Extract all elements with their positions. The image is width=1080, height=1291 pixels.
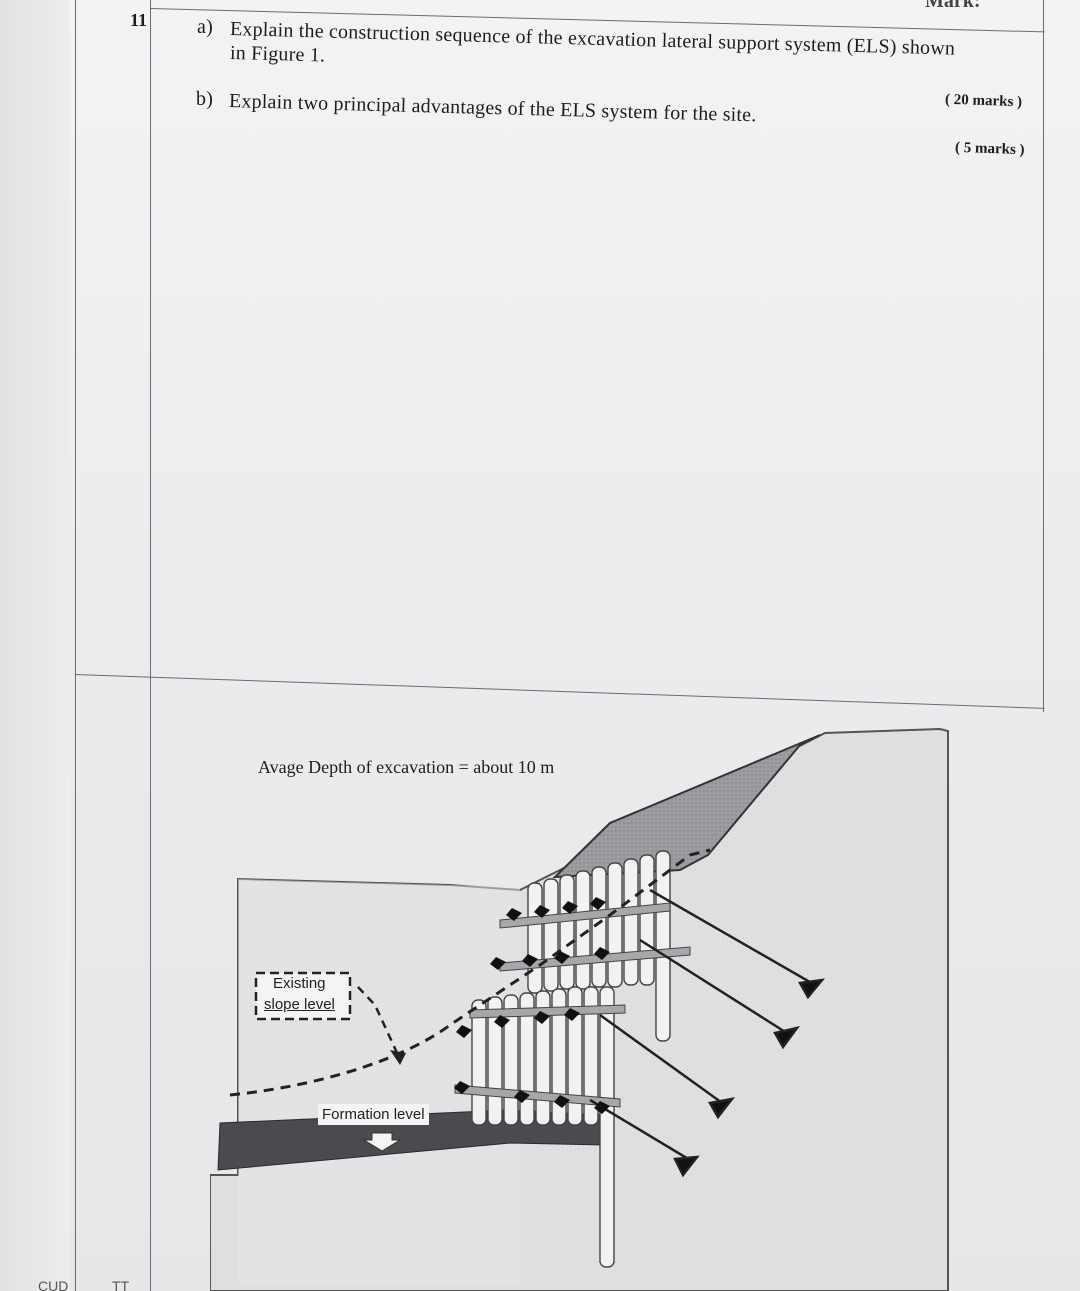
existing-slope-pointer-head xyxy=(390,1050,406,1065)
part-a-text-line1: Explain the construction sequence of the… xyxy=(229,18,956,60)
walers xyxy=(454,902,691,1108)
els-figure xyxy=(210,727,949,1291)
ground-anchors xyxy=(589,888,825,1178)
part-b-label: b) xyxy=(196,88,214,110)
mark-column-heading: Mark: xyxy=(925,0,981,12)
part-b-text: Explain two principal advantages of the … xyxy=(228,90,757,127)
formation-level-arrow xyxy=(362,1132,402,1152)
existing-slope-pointer xyxy=(357,986,400,1056)
existing-slope-label-line2: slope level xyxy=(264,996,335,1013)
footer-mid-cut-text: TT xyxy=(112,1278,130,1291)
question-number-column-border xyxy=(150,0,151,1291)
existing-slope-label-box xyxy=(254,971,352,1021)
cut-slope-wedge xyxy=(552,734,821,879)
part-a-marks: ( 20 marks ) xyxy=(944,91,1023,111)
anchor-heads xyxy=(454,897,610,1114)
part-a-text-line2: in Figure 1. xyxy=(229,42,326,67)
existing-slope-label-line1: Existing xyxy=(273,975,326,992)
table-left-border xyxy=(75,0,76,1291)
question-number: 11 xyxy=(130,10,148,30)
page-margin xyxy=(0,0,70,1291)
part-a-label: a) xyxy=(197,16,213,38)
question-row-divider xyxy=(74,674,1045,709)
formation-level-label: Formation level xyxy=(318,1104,429,1125)
figure-caption: Avage Depth of excavation = about 10 m xyxy=(258,757,555,777)
part-b-marks: ( 5 marks ) xyxy=(954,139,1025,159)
table-right-border xyxy=(1043,0,1044,712)
footer-left-cut-text: CUD xyxy=(38,1278,69,1291)
